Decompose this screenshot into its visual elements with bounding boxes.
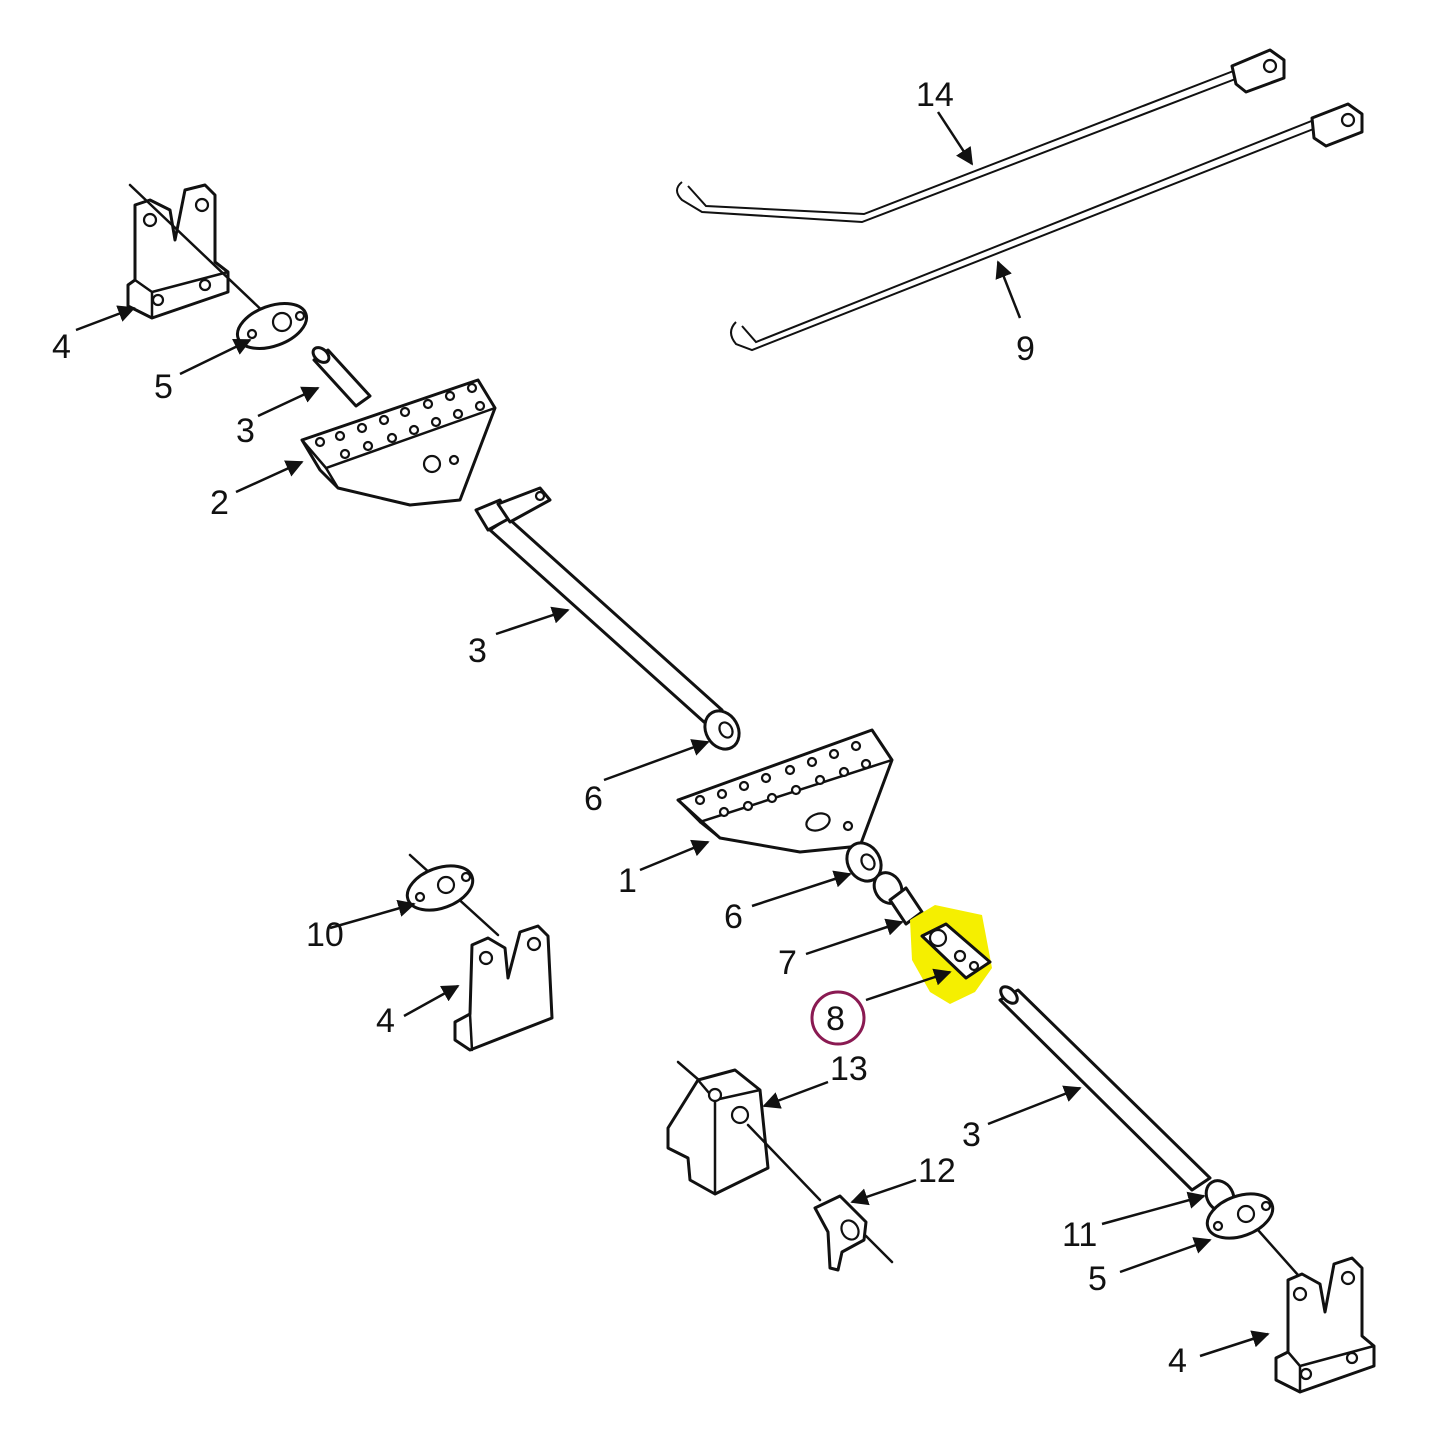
pedal-2-holes	[314, 382, 486, 474]
part-6-bushing-upper[interactable]	[698, 705, 746, 756]
callout-1: 1	[618, 862, 637, 900]
callout-4-upper: 4	[52, 328, 71, 366]
callout-11: 11	[1062, 1216, 1097, 1254]
markup-circle-8	[810, 990, 866, 1046]
callout-14: 14	[916, 76, 954, 114]
callout-5-lower: 5	[1088, 1260, 1107, 1298]
part-1-pedal[interactable]	[676, 728, 894, 854]
callout-labels: 14 9 4 5 3 2 3 6 1 6 7 8 10 4 13 12 3 11…	[52, 76, 1187, 1380]
callout-2: 2	[210, 484, 229, 522]
leader-lines	[75, 111, 1270, 1358]
part-4-bracket-lower-right[interactable]	[1274, 1256, 1376, 1394]
part-10-bearing[interactable]	[401, 853, 500, 937]
callout-3-shaft-lower: 3	[962, 1116, 981, 1154]
callout-9: 9	[1016, 330, 1035, 368]
part-3-shaft-upper[interactable]	[474, 486, 724, 724]
part-5-bearing-lower[interactable]	[1201, 1186, 1279, 1247]
callout-4-lower: 4	[1168, 1342, 1187, 1380]
part-9-rod[interactable]	[730, 102, 1364, 352]
callout-5-upper: 5	[154, 368, 173, 406]
callout-13: 13	[830, 1050, 868, 1088]
part-4-bracket-upper-left[interactable]	[126, 183, 230, 320]
callout-12: 12	[918, 1152, 956, 1190]
part-14-rod[interactable]	[676, 48, 1286, 224]
part-2-pedal[interactable]	[300, 378, 497, 507]
callout-3-pin: 3	[236, 412, 255, 450]
part-3-pin-upper[interactable]	[310, 345, 372, 408]
callout-7: 7	[778, 944, 797, 982]
part-12-clevis[interactable]	[813, 1194, 894, 1272]
callout-8: 8	[826, 1000, 845, 1038]
callout-6-lower: 6	[724, 898, 743, 936]
part-13-bracket[interactable]	[666, 1060, 770, 1196]
part-4-bracket-middle[interactable]	[453, 924, 554, 1052]
callout-4-middle: 4	[376, 1002, 395, 1040]
part-3-shaft-lower[interactable]	[998, 984, 1212, 1192]
part-5-bearing-upper[interactable]	[231, 295, 312, 357]
callout-10: 10	[306, 916, 344, 954]
callout-6-upper: 6	[584, 780, 603, 818]
part-7-sleeve[interactable]	[869, 868, 924, 926]
callout-3-shaft-upper: 3	[468, 632, 487, 670]
pedal-1-holes	[694, 740, 872, 832]
part-8-arm[interactable]	[920, 922, 992, 980]
